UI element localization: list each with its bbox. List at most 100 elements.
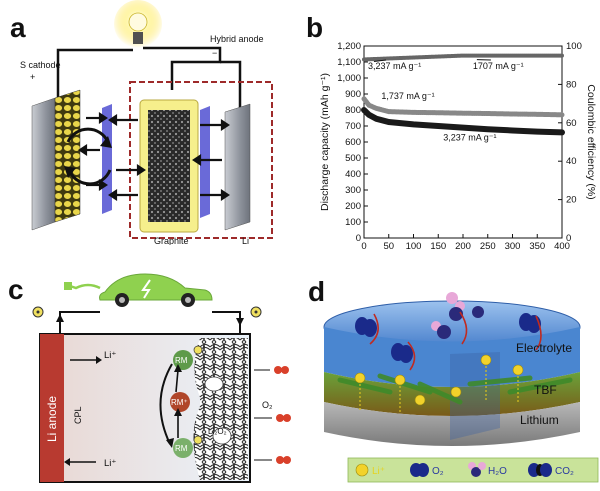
y-tick-label: 1,000: [337, 73, 361, 84]
cpl-label: CPL: [73, 406, 83, 424]
series-point-0: [461, 54, 465, 57]
series-point-2: [367, 113, 371, 117]
electrolyte-label: Electrolyte: [516, 341, 572, 355]
y-tick-label: 500: [345, 153, 361, 164]
lithium-layer: [324, 402, 580, 446]
panel-c-label: c: [8, 274, 24, 305]
cathode-collector: [31, 97, 56, 231]
y-tick-label: 400: [345, 169, 361, 180]
minus-sign: −: [212, 48, 217, 58]
y-tick-label: 1,100: [337, 57, 361, 68]
li-anode: [40, 334, 64, 482]
y2-tick-label: 40: [566, 156, 577, 167]
series-point-2: [387, 120, 390, 124]
porous-cathode: [200, 338, 248, 480]
hybrid-anode-label: Hybrid anode: [210, 34, 264, 44]
series-point-2: [362, 108, 366, 112]
x-tick-label: 200: [455, 241, 471, 250]
series-point-0: [486, 54, 489, 57]
svg-text:RM⁺: RM⁺: [171, 398, 188, 407]
li-ion-bottom: Li⁺: [104, 458, 116, 469]
svg-text:RM: RM: [175, 356, 188, 365]
x-tick-label: 400: [554, 241, 570, 250]
rm-plus-middle: [170, 392, 190, 412]
series-point-2: [412, 123, 415, 126]
bulb-base: [133, 32, 143, 44]
annotation-arrow-0: [373, 59, 387, 63]
hybrid-anode-box: [129, 81, 273, 239]
series-point-1: [367, 104, 371, 107]
lithium-electrode: [224, 103, 251, 231]
panel-b-label: b: [306, 12, 324, 43]
separator-right: [200, 106, 210, 218]
series-point-1: [511, 112, 514, 116]
x-tick-label: 300: [505, 241, 521, 250]
battery-diagram: S cathode + Hybrid anode − Graphite Li: [20, 0, 273, 245]
tbf-fibers: [337, 373, 573, 405]
legend-li-label: Li⁺: [372, 466, 385, 477]
series-point-2: [536, 130, 539, 133]
series-point-0: [362, 58, 366, 61]
x-tick-label: 100: [406, 241, 422, 250]
legend-h2o-label: H₂O: [488, 466, 507, 477]
series-point-2: [511, 129, 514, 132]
h2o-molecules: [431, 292, 484, 339]
wire-right: [143, 46, 222, 90]
o2-label: O₂: [262, 400, 273, 410]
panel-a-label: a: [10, 12, 26, 43]
series-point-1: [362, 97, 366, 101]
series-point-0: [387, 57, 390, 60]
series-point-1: [387, 110, 390, 113]
x-tick-label: 0: [361, 241, 366, 250]
series-point-2: [375, 117, 378, 121]
li2o2-label: Li₂O₂: [208, 427, 227, 436]
panel-a: a: [0, 0, 300, 245]
graphite-layer: [148, 110, 190, 222]
y-tick-label: 1,200: [337, 41, 361, 52]
y2-tick-label: 20: [566, 195, 577, 206]
series-point-1: [560, 113, 564, 117]
bulb-icon: [128, 12, 148, 32]
series-point-0: [437, 55, 440, 58]
ion-arrows: [78, 111, 230, 202]
lithium-label: Lithium: [520, 413, 559, 427]
legend-o2-label: O₂: [432, 466, 444, 477]
y2-tick-label: 100: [566, 41, 582, 52]
y-tick-label: 700: [345, 121, 361, 132]
series-point-1: [412, 111, 415, 114]
li-ions: [354, 354, 524, 406]
s-cathode-label: S cathode: [20, 60, 61, 70]
series-point-2: [461, 126, 465, 129]
series-point-1: [486, 112, 489, 115]
li-o2-diagram: RM RM⁺ RM Li⁺ Li⁺ Li anode CPL Li₂O₂ O₂: [32, 273, 291, 483]
series-point-1: [536, 113, 539, 116]
li-anode-label: Li anode: [45, 396, 59, 442]
y2-tick-label: 0: [566, 233, 571, 244]
x-tick-label: 50: [383, 241, 394, 250]
y-tick-label: 900: [345, 89, 361, 100]
y2-tick-label: 60: [566, 118, 577, 129]
graphite-label: Graphite: [154, 236, 189, 245]
o2-molecules: [274, 366, 291, 464]
series-point-0: [560, 54, 564, 57]
series-point-1: [375, 107, 378, 110]
panel-d: d: [300, 252, 600, 491]
wire-left: [56, 48, 133, 98]
y-tick-label: 300: [345, 185, 361, 196]
protected-lithium-diagram: Electrolyte TBF Lithium Li⁺ O₂ H₂O CO₂: [323, 292, 599, 483]
y-tick-label: 800: [345, 105, 361, 116]
series-point-1: [461, 112, 465, 115]
series-point-2: [486, 128, 489, 131]
legend-li-icon: [355, 463, 369, 477]
wire-right-2: [220, 60, 242, 110]
annotation-0: 3,237 mA g⁻¹: [368, 61, 421, 71]
y-tick-label: 100: [345, 217, 361, 228]
plus-sign: +: [30, 72, 35, 82]
tbf-label: TBF: [534, 383, 557, 397]
li-ion-top: Li⁺: [104, 350, 116, 361]
panel-c: c: [0, 252, 300, 491]
li-label: Li: [242, 236, 249, 245]
series-point-2: [560, 131, 564, 134]
legend-co2-label: CO₂: [555, 466, 574, 477]
